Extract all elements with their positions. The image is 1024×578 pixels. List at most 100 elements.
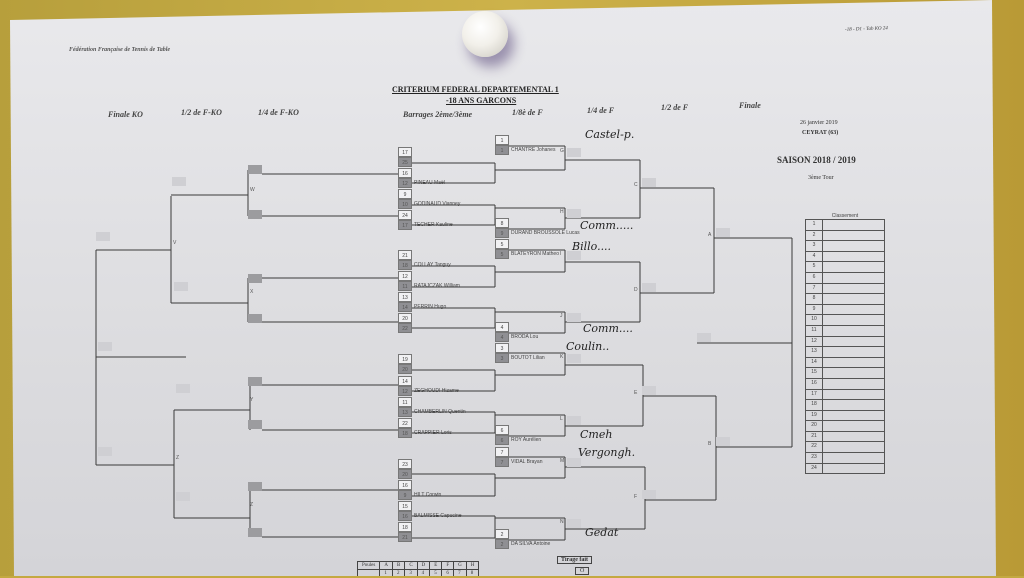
classement-row: 13 [805, 347, 885, 358]
ko-match-letter: Z [250, 502, 254, 508]
classement-row: 2 [805, 230, 885, 242]
final-score-box [697, 333, 711, 342]
event-date: 26 janvier 2019 [800, 120, 838, 126]
barrage-seed-top: 9 [398, 189, 412, 199]
classement-row: 4 [805, 251, 885, 263]
seed-number-bottom: 3 [495, 353, 509, 363]
classement-row: 23 [805, 453, 885, 464]
barrage-seed-top: 15 [398, 501, 412, 511]
ko-score-box [248, 377, 262, 386]
match-letter: F [634, 494, 638, 500]
match-letter: M [560, 457, 565, 464]
classement-row: 5 [805, 262, 885, 273]
classement-rank: 8 [806, 294, 823, 304]
barrage-seed-bottom: 20 [398, 364, 412, 374]
match-letter: H [560, 208, 564, 215]
classement-rank: 12 [806, 336, 823, 347]
barrage-seed-bottom: 12 [398, 386, 412, 396]
poule-letter: D [416, 561, 431, 570]
col-semi: 1/2 de F [661, 103, 689, 112]
push-pin [462, 11, 508, 57]
ko-score-box [176, 384, 190, 393]
poule-letter: H [465, 561, 480, 570]
seed-number-bottom: 9 [495, 228, 509, 238]
classement-row: 22 [805, 442, 885, 454]
seed-number-bottom: 2 [495, 539, 509, 549]
match-letter: K [560, 354, 564, 360]
barrage-player-name: TECHER Kauline [414, 222, 453, 228]
classement-rank: 16 [806, 378, 823, 389]
poule-number: 8 [465, 569, 480, 576]
ko-score-box [248, 274, 262, 283]
col-finale-ko: Finale KO [108, 110, 143, 119]
tour-label: 3ème Tour [808, 175, 834, 181]
handwritten-note: Billo.... [572, 240, 612, 253]
seed-number-bottom: 4 [495, 332, 509, 342]
barrage-player-name: CRAPPIER Loris [414, 430, 452, 436]
poule-letter: B [391, 561, 406, 570]
tirage-value: O [575, 567, 590, 575]
classement-rank: 20 [806, 421, 823, 431]
seed-player-name: DA SILVA Antoine [511, 541, 551, 547]
seed-player-name: ROY Aurélien [511, 437, 542, 443]
classement-rank: 4 [806, 251, 823, 262]
seed-number-top: 8 [495, 218, 509, 228]
score-box [567, 457, 581, 467]
score-box [567, 312, 581, 322]
barrage-seed-top: 17 [398, 147, 412, 157]
barrage-player-name: RATAJCZAK William [414, 283, 460, 289]
barrage-player-name: ZEGHOUDI Hizame [414, 388, 459, 394]
ko-score-box [248, 528, 262, 537]
event-place: CEYRAT (63) [802, 130, 839, 136]
barrage-seed-top: 24 [398, 210, 412, 220]
classement-rank: 1 [806, 220, 823, 230]
barrage-seed-top: 16 [398, 168, 412, 178]
poule-number: 6 [441, 569, 455, 576]
barrage-seed-bottom: 11 [398, 281, 412, 291]
ko-match-letter: X [250, 289, 254, 295]
barrage-player-name: HILT Corwin [414, 492, 442, 498]
classement-row: 16 [805, 378, 885, 390]
handwritten-note: Coulin.. [566, 340, 610, 353]
classement-row: 15 [805, 368, 885, 379]
score-box [642, 386, 656, 395]
classement-row: 6 [805, 272, 885, 284]
score-box [642, 490, 656, 499]
handwritten-note: Vergongh. [578, 446, 636, 459]
col-quarter-ko: 1/4 de F-KO [258, 108, 299, 117]
barrage-lines [412, 162, 496, 539]
poule-number: 3 [404, 569, 418, 576]
barrage-seed-bottom: 18 [398, 428, 412, 438]
barrage-seed-top: 21 [398, 250, 412, 260]
barrage-seed-bottom: 18 [398, 260, 412, 270]
seed-number-bottom: 7 [495, 457, 509, 467]
match-letter: A [708, 232, 712, 238]
barrage-seed-bottom: 14 [398, 302, 412, 312]
score-box [716, 228, 730, 237]
seed-number-top: 7 [495, 447, 509, 457]
classement-row: 9 [805, 304, 885, 316]
classement-row: 14 [805, 357, 885, 369]
poule-letter: F [441, 561, 455, 570]
category-title: -18 ANS GARCONS [446, 96, 517, 105]
barrage-seed-top: 13 [398, 292, 412, 302]
ko-score-box [96, 232, 110, 241]
classement-row: 21 [805, 431, 885, 443]
barrage-player-name: COLLAY Tanguy [414, 262, 451, 268]
barrage-seed-top: 23 [398, 459, 412, 469]
classement-rank: 13 [806, 347, 823, 357]
handwritten-note: Comm.... [583, 322, 633, 335]
classement-row: 12 [805, 336, 885, 348]
competition-title: CRITERIUM FEDERAL DEPARTEMENTAL 1 [392, 85, 559, 94]
match-letter: N [560, 519, 564, 525]
classement-rank: 6 [806, 272, 823, 283]
seed-number-bottom: 1 [495, 145, 509, 155]
barrage-seed-bottom: 10 [398, 199, 412, 209]
seed-number-top: 6 [495, 425, 509, 435]
barrage-seed-bottom: 13 [398, 407, 412, 417]
seed-number-top: 5 [495, 239, 509, 249]
classement-row: 11 [805, 325, 885, 337]
score-box [567, 354, 581, 363]
barrage-seed-bottom: 22 [398, 323, 412, 333]
ko-score-box [248, 165, 262, 174]
